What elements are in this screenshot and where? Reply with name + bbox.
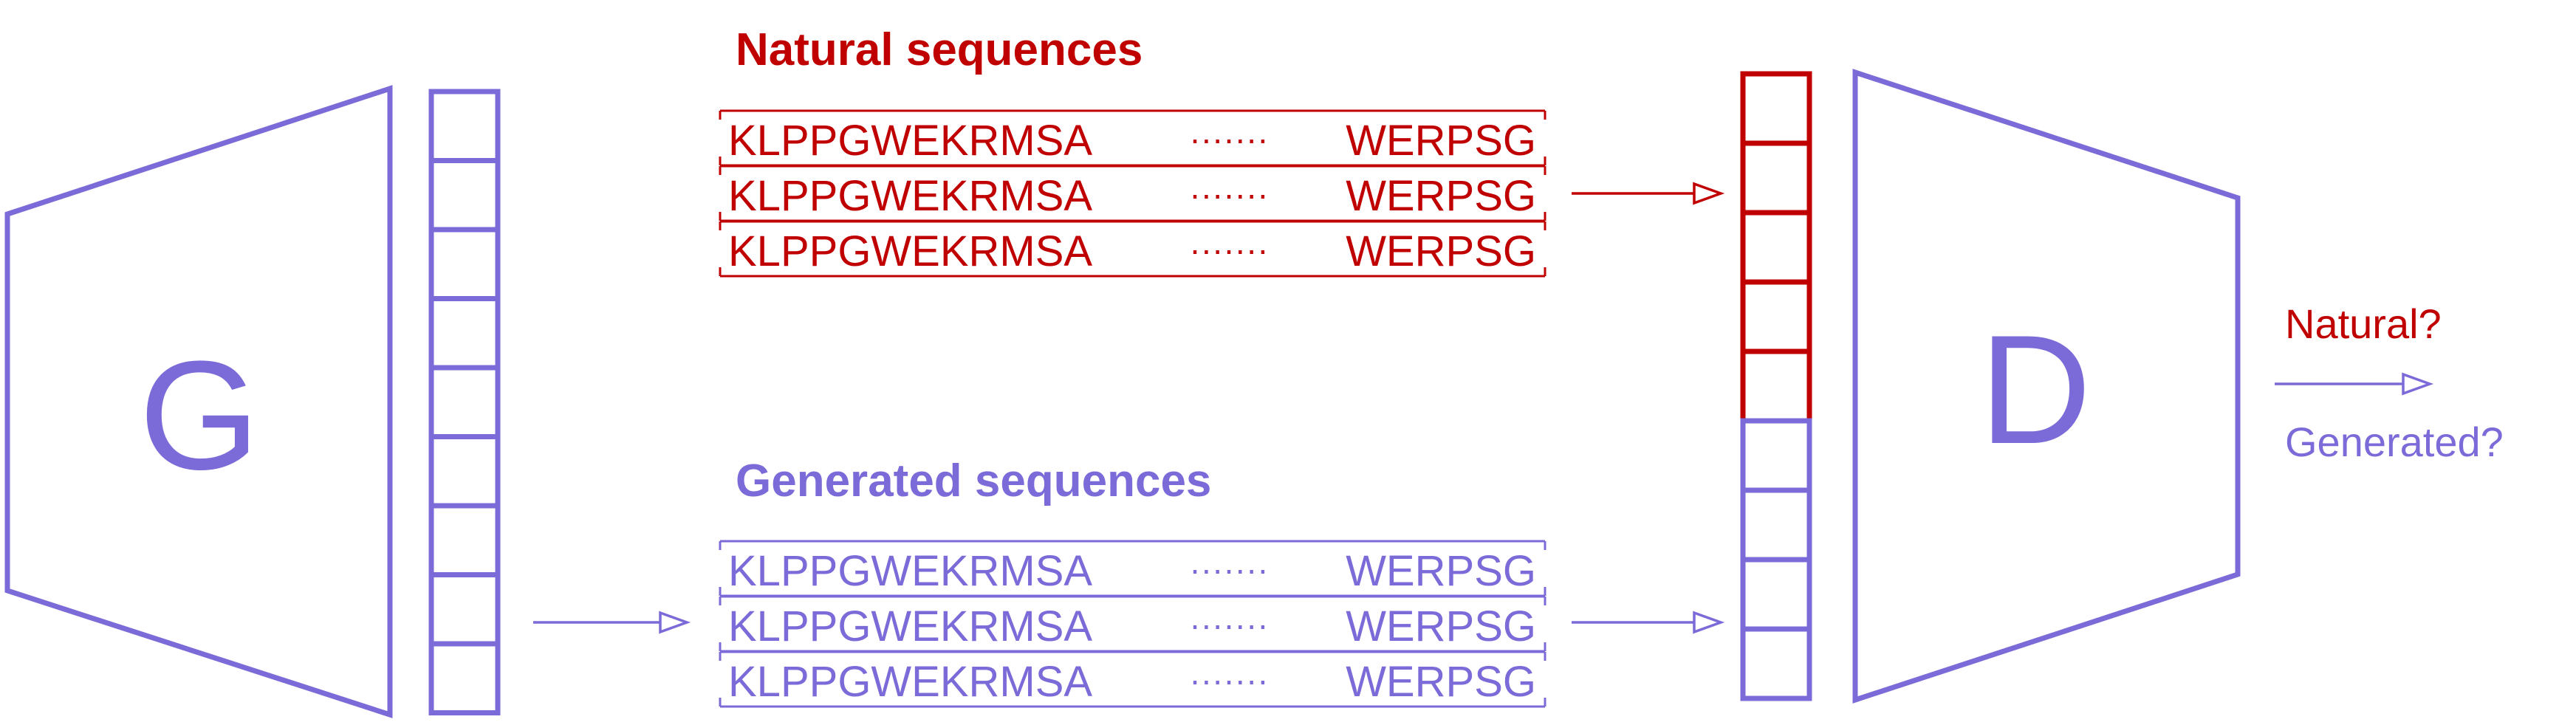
generated-sequences-title: Generated sequences [736, 456, 1211, 506]
discriminator-trapezoid [1852, 69, 2241, 704]
sequence-end: WERPSG [1346, 172, 1536, 220]
generator: G [4, 85, 393, 718]
sequence-end: WERPSG [1346, 658, 1536, 706]
sequence-start: KLPPGWEKRMSA [728, 602, 1092, 650]
arrowhead-generated-to-d [1693, 611, 1725, 634]
discriminator: D [1852, 69, 2241, 704]
vector-cell [1740, 626, 1812, 701]
sequence-ellipsis: ······· [1189, 661, 1268, 699]
vector-cell [428, 158, 501, 233]
sequence-start: KLPPGWEKRMSA [728, 547, 1092, 595]
natural-sequence-list: KLPPGWEKRMSA ······· WERPSG KLPPGWEKRMSA ···… [719, 109, 1546, 278]
generator-label: G [139, 329, 259, 502]
sequence-ellipsis: ······· [1189, 175, 1268, 213]
output-generated-label: Generated? [2285, 419, 2504, 465]
sequence-end: WERPSG [1346, 227, 1536, 275]
vector-cell [1740, 210, 1812, 285]
vector-cell [428, 227, 501, 301]
arrowhead-d-output [2402, 372, 2434, 396]
vector-cell [1740, 348, 1812, 424]
sequence-ellipsis: ······· [1189, 605, 1268, 644]
generator-trapezoid [4, 85, 393, 718]
vector-cell [428, 503, 501, 577]
vector-cell [1740, 418, 1812, 493]
sequence-ellipsis: ······· [1189, 120, 1268, 158]
vector-cell [428, 296, 501, 371]
sequence-end: WERPSG [1346, 602, 1536, 650]
vector-cell [1740, 71, 1812, 146]
vector-cell [428, 641, 501, 715]
latent-vector [428, 89, 501, 715]
generated-sequences-block: Generated sequences KLPPGWEKRMSA ······· W… [719, 456, 1546, 708]
discriminator-input-generated [1740, 418, 1812, 701]
sequence-start: KLPPGWEKRMSA [728, 658, 1092, 706]
sequence-ellipsis: ······· [1189, 550, 1268, 588]
vector-cell [1740, 140, 1812, 216]
vector-cell [428, 89, 501, 163]
discriminator-label: D [1979, 303, 2092, 476]
vector-cell [428, 434, 501, 509]
sequence-end: WERPSG [1346, 547, 1536, 595]
vector-cell [428, 572, 501, 647]
sequence-ellipsis: ······· [1189, 230, 1268, 269]
vector-cell [1740, 487, 1812, 563]
sequence-start: KLPPGWEKRMSA [728, 172, 1092, 220]
discriminator-outputs: Natural? Generated? [2275, 300, 2504, 465]
vector-cell [428, 365, 501, 439]
discriminator-input-natural [1740, 71, 1812, 424]
vector-cell [1740, 279, 1812, 354]
natural-sequences-title: Natural sequences [736, 24, 1143, 75]
vector-cell [1740, 557, 1812, 632]
natural-sequences-block: Natural sequences KLPPGWEKRMSA ······· WER… [719, 24, 1546, 278]
sequence-end: WERPSG [1346, 117, 1536, 165]
arrowhead-latent-to-generated [659, 611, 691, 634]
sequence-start: KLPPGWEKRMSA [728, 117, 1092, 165]
generated-sequence-list: KLPPGWEKRMSA ······· WERPSG KLPPGWEKRMSA ···… [719, 540, 1546, 708]
output-natural-label: Natural? [2285, 300, 2442, 347]
arrowhead-natural-to-d [1693, 182, 1725, 205]
sequence-start: KLPPGWEKRMSA [728, 227, 1092, 275]
